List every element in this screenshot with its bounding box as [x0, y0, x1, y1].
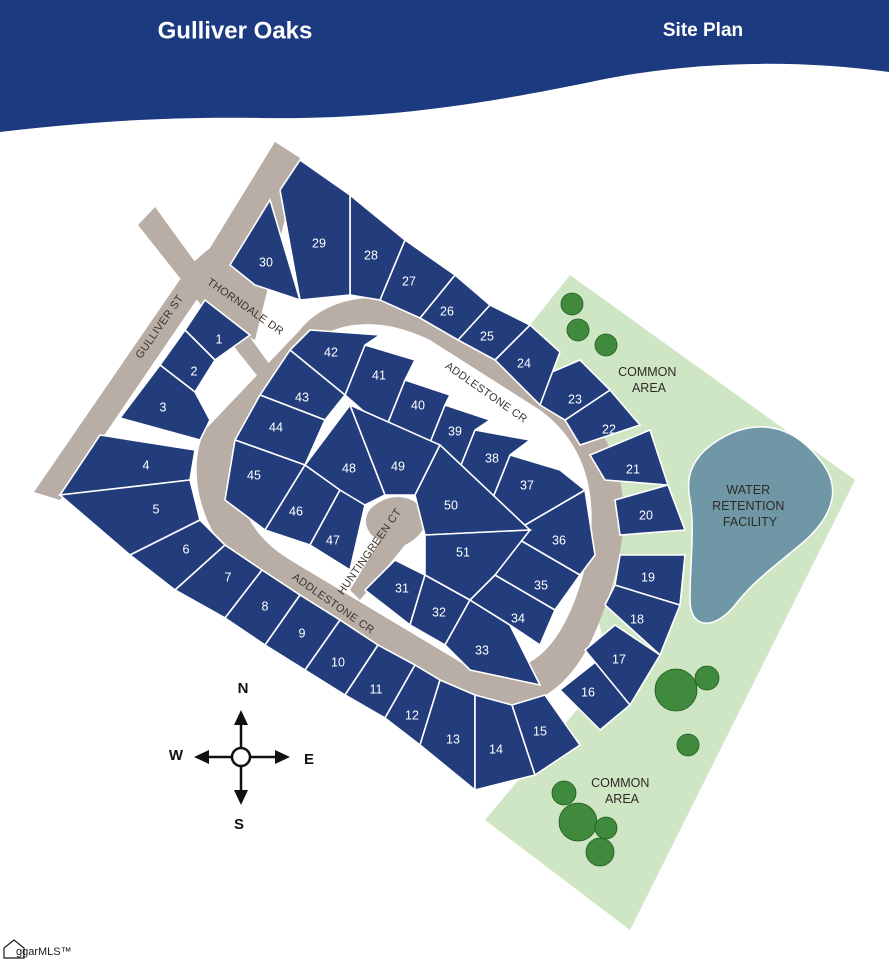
lot-number-22: 22 — [602, 422, 616, 436]
lot-number-35: 35 — [534, 578, 548, 592]
lot-number-13: 13 — [446, 732, 460, 746]
lot-number-21: 21 — [626, 462, 640, 476]
lot-number-2: 2 — [191, 364, 198, 378]
lot-49: 49 — [348, 403, 442, 496]
page-title: Gulliver Oaks — [158, 17, 313, 44]
lot-number-24: 24 — [517, 356, 531, 370]
lot-number-49: 49 — [391, 459, 405, 473]
lot-number-28: 28 — [364, 248, 378, 262]
common-area-lower-label: COMMON AREA — [591, 776, 653, 806]
lot-number-3: 3 — [160, 400, 167, 414]
lot-parcel-29 — [279, 158, 351, 301]
lot-number-32: 32 — [432, 605, 446, 619]
lot-number-47: 47 — [326, 533, 340, 547]
lot-number-14: 14 — [489, 742, 503, 756]
lot-number-30: 30 — [259, 255, 273, 269]
lot-number-36: 36 — [552, 533, 566, 547]
lot-parcel-21 — [588, 428, 670, 486]
lot-number-45: 45 — [247, 468, 261, 482]
lot-number-9: 9 — [299, 626, 306, 640]
water-retention-pond — [687, 426, 834, 624]
lot-number-27: 27 — [402, 274, 416, 288]
lot-number-48: 48 — [342, 461, 356, 475]
lot-number-8: 8 — [262, 599, 269, 613]
compass-north: N — [238, 680, 249, 697]
lot-number-37: 37 — [520, 478, 534, 492]
lot-number-15: 15 — [533, 724, 547, 738]
lot-number-12: 12 — [405, 708, 419, 722]
lot-parcel-48 — [303, 403, 387, 506]
lot-number-17: 17 — [612, 652, 626, 666]
lot-number-44: 44 — [269, 420, 283, 434]
lot-number-41: 41 — [372, 368, 386, 382]
lot-parcel-33 — [444, 598, 542, 687]
lot-number-4: 4 — [143, 458, 150, 472]
lot-number-1: 1 — [216, 332, 223, 346]
compass-south: S — [234, 816, 244, 833]
lot-number-18: 18 — [630, 612, 644, 626]
lot-parcel-51 — [424, 529, 532, 601]
lot-number-23: 23 — [568, 392, 582, 406]
lot-42: 42 — [288, 329, 383, 397]
lot-number-10: 10 — [331, 655, 345, 669]
lot-number-38: 38 — [485, 451, 499, 465]
lot-number-16: 16 — [581, 685, 595, 699]
lot-number-46: 46 — [289, 504, 303, 518]
common-area-upper-label: COMMON AREA — [618, 365, 680, 395]
lot-31: 31 — [363, 559, 426, 627]
lot-number-19: 19 — [641, 570, 655, 584]
lot-number-39: 39 — [448, 424, 462, 438]
page-subtitle: Site Plan — [663, 20, 743, 41]
lot-parcel-3 — [118, 363, 211, 441]
lot-parcel-30 — [228, 198, 302, 302]
lot-46: 46 — [263, 463, 342, 546]
water-retention-label: WATER RETENTION FACILITY — [712, 483, 788, 529]
lot-33: 33 — [444, 598, 542, 687]
lot-number-43: 43 — [295, 390, 309, 404]
lot-21: 21 — [588, 428, 670, 486]
lot-number-34: 34 — [511, 611, 525, 625]
lot-number-26: 26 — [440, 304, 454, 318]
header-banner: Gulliver Oaks Site Plan — [0, 0, 889, 132]
watermark-text: ggarMLS™ — [16, 946, 72, 958]
lot-15: 15 — [510, 694, 582, 777]
lot-number-50: 50 — [444, 498, 458, 512]
lot-19: 19 — [614, 554, 686, 607]
compass-east: E — [304, 751, 314, 768]
lots-layer: 1234567891011121314151617181920212223242… — [58, 158, 687, 792]
lot-parcel-15 — [510, 694, 582, 777]
lot-number-25: 25 — [480, 329, 494, 343]
lot-number-5: 5 — [153, 502, 160, 516]
lot-number-31: 31 — [395, 581, 409, 595]
lot-parcel-19 — [614, 554, 686, 607]
lot-29: 29 — [279, 158, 351, 301]
compass-rose: N S E W — [169, 680, 314, 833]
lot-number-42: 42 — [324, 345, 338, 359]
mls-watermark: ggarMLS™ — [3, 939, 72, 959]
lot-number-51: 51 — [456, 545, 470, 559]
lot-20: 20 — [614, 484, 687, 536]
trees — [551, 292, 720, 867]
lot-34: 34 — [468, 573, 557, 647]
compass-west: W — [169, 747, 184, 764]
lot-number-7: 7 — [225, 570, 232, 584]
lot-30: 30 — [228, 198, 302, 302]
lot-number-11: 11 — [370, 682, 383, 696]
lot-number-33: 33 — [475, 643, 489, 657]
lot-number-6: 6 — [183, 542, 190, 556]
lot-51: 51 — [424, 529, 532, 601]
lot-number-29: 29 — [312, 236, 326, 250]
lot-number-40: 40 — [411, 398, 425, 412]
lot-48: 48 — [303, 403, 387, 506]
lot-number-20: 20 — [639, 508, 653, 522]
lot-3: 3 — [118, 363, 211, 441]
house-icon — [3, 939, 25, 959]
